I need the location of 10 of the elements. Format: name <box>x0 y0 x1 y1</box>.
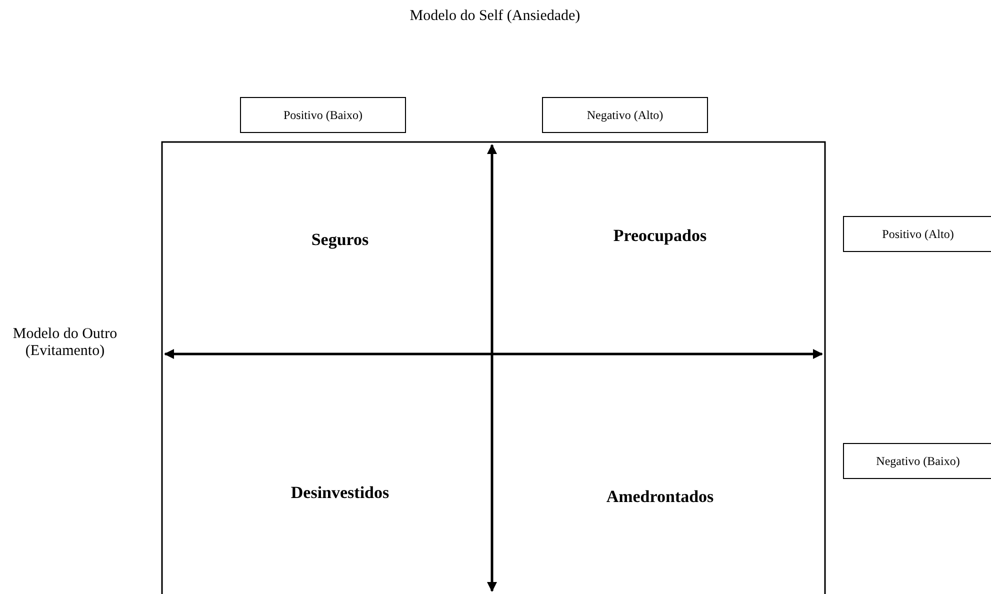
quadrant-label: Amedrontados <box>605 487 715 507</box>
axis-title: Modelo do Outro (Evitamento) <box>12 326 118 360</box>
quadrant-label: Seguros <box>310 230 370 250</box>
value-box: Negativo (Baixo) <box>843 443 991 479</box>
axis-title: Modelo do Self (Ansiedade) <box>408 8 582 25</box>
value-box: Negativo (Alto) <box>542 97 708 133</box>
value-box: Positivo (Alto) <box>843 216 991 252</box>
quadrant-label: Desinvestidos <box>290 483 390 503</box>
quadrant-label: Preocupados <box>612 226 708 246</box>
value-box: Positivo (Baixo) <box>240 97 406 133</box>
